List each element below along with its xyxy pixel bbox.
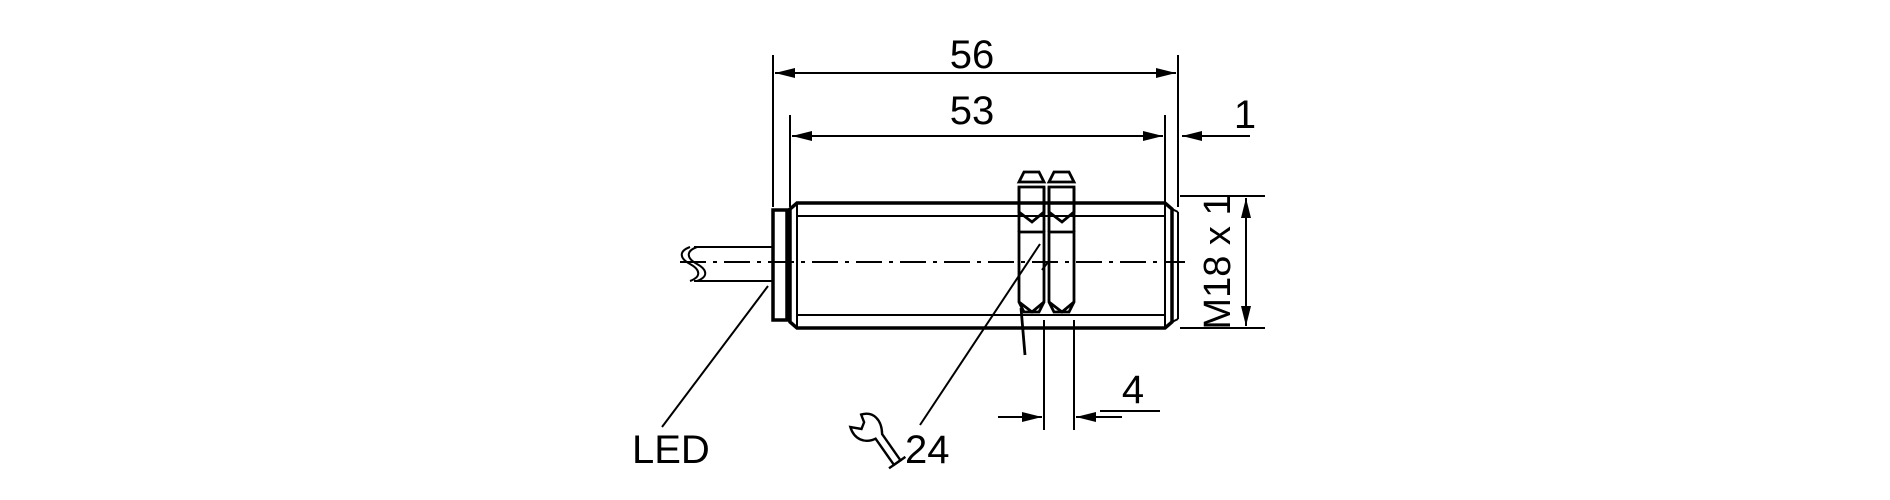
wrench-size-label: 24 (905, 428, 950, 472)
dimension-label-4: 4 (1122, 368, 1144, 412)
wrench-leader (919, 243, 1041, 426)
wrench-icon (848, 412, 907, 470)
lock-nut (1046, 170, 1077, 314)
dimension-label-1: 1 (1234, 93, 1256, 137)
wrench-leader-2 (1041, 261, 1049, 271)
threaded-housing (788, 201, 1179, 330)
lock-nut (1016, 170, 1047, 356)
cable (680, 246, 773, 282)
dimension-label-56: 56 (950, 33, 995, 77)
led-leader (661, 285, 769, 428)
led-label: LED (632, 428, 710, 472)
rear-cap (771, 208, 790, 322)
dimension-label-53: 53 (950, 89, 995, 133)
dimension-label-thread: M18 x 1 (1197, 194, 1239, 329)
